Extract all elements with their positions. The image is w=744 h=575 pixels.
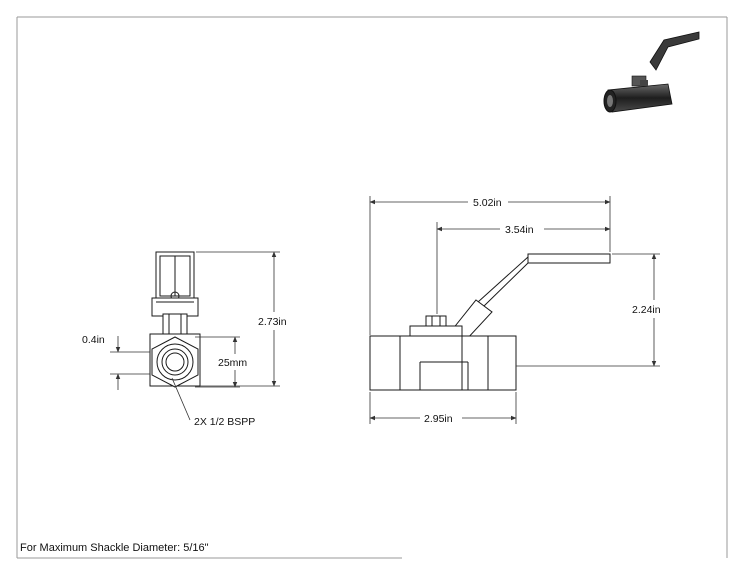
port-offset-label: 0.4in <box>82 334 105 346</box>
port-size-label: 25mm <box>218 357 247 369</box>
handle-length-label: 3.54in <box>505 224 534 236</box>
side-view-dimensions <box>369 196 660 424</box>
sheet-border <box>16 16 728 559</box>
front-view <box>149 251 201 388</box>
valve-isometric-thumbnail <box>603 31 700 113</box>
front-view-dimensions <box>110 251 280 421</box>
side-view <box>369 253 611 391</box>
front-height-label: 2.73in <box>258 316 287 328</box>
footer-note: For Maximum Shackle Diameter: 5/16" <box>20 542 209 554</box>
side-height-label: 2.24in <box>632 304 661 316</box>
overall-length-label: 5.02in <box>473 197 502 209</box>
body-length-label: 2.95in <box>424 413 453 425</box>
thread-callout-label: 2X 1/2 BSPP <box>194 416 255 428</box>
